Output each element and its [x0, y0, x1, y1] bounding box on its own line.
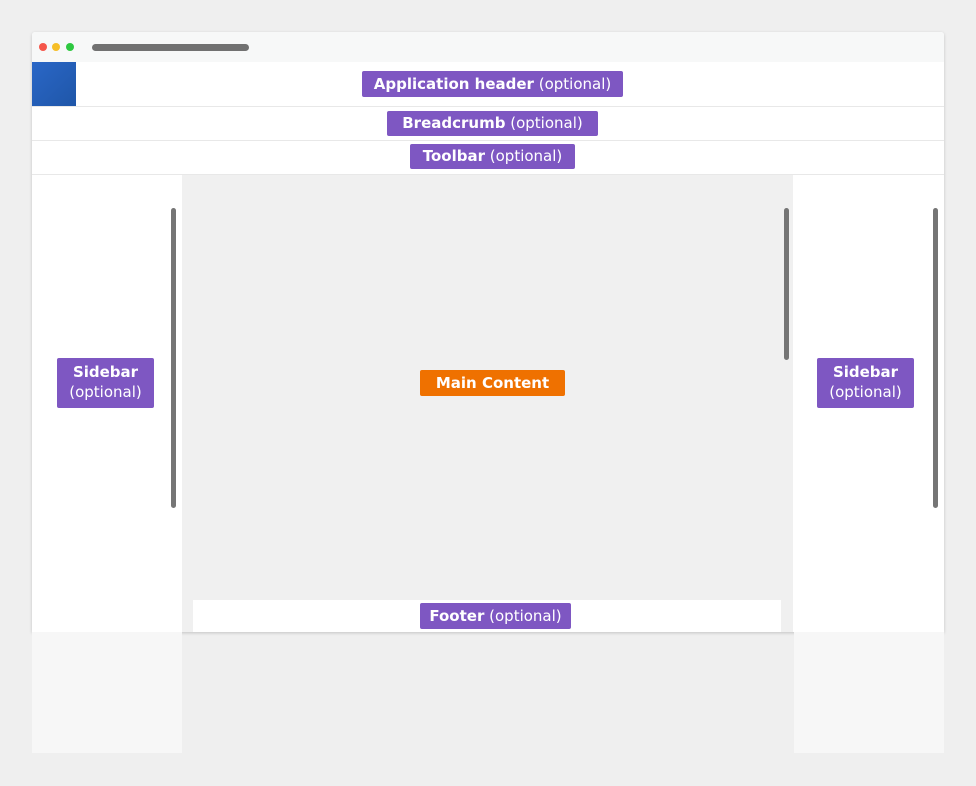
toolbar: Toolbar (optional) [32, 141, 944, 175]
footer: Footer (optional) [193, 600, 781, 632]
toolbar-optional: (optional) [489, 147, 563, 165]
close-icon[interactable] [39, 43, 47, 51]
breadcrumb: Breadcrumb (optional) [32, 107, 944, 141]
application-header: Application header (optional) [32, 62, 944, 107]
footer-title: Footer [429, 607, 485, 625]
sidebar-right-overflow [794, 632, 944, 753]
sidebar-right-scrollbar[interactable] [933, 208, 938, 508]
main-content: Main Content [182, 175, 793, 632]
main-content-title: Main Content [435, 374, 550, 392]
sidebar-right-optional: (optional) [829, 383, 902, 401]
sidebar-left-scrollbar[interactable] [171, 208, 176, 508]
sidebar-left-overflow [32, 632, 182, 753]
footer-label: Footer (optional) [420, 603, 571, 629]
breadcrumb-optional: (optional) [510, 114, 583, 132]
toolbar-label: Toolbar (optional) [410, 144, 575, 169]
main-content-label: Main Content [420, 370, 565, 396]
breadcrumb-title: Breadcrumb [402, 114, 506, 132]
footer-optional: (optional) [489, 607, 562, 625]
address-bar[interactable] [92, 44, 249, 51]
application-header-optional: (optional) [538, 75, 612, 93]
application-header-title: Application header [373, 75, 534, 93]
sidebar-right-label: Sidebar (optional) [817, 358, 914, 408]
minimize-icon[interactable] [52, 43, 60, 51]
sidebar-left: Sidebar (optional) [32, 175, 182, 632]
title-bar [32, 32, 944, 63]
maximize-icon[interactable] [66, 43, 74, 51]
main-content-scrollbar[interactable] [784, 208, 789, 360]
application-header-label: Application header (optional) [362, 71, 623, 97]
sidebar-left-title: Sidebar [72, 363, 139, 381]
logo [32, 62, 76, 106]
sidebar-left-optional: (optional) [69, 383, 142, 401]
browser-window: Application header (optional) Breadcrumb… [32, 32, 944, 632]
toolbar-title: Toolbar [422, 147, 485, 165]
sidebar-right-title: Sidebar [832, 363, 899, 381]
sidebar-right: Sidebar (optional) [793, 175, 944, 632]
sidebar-left-label: Sidebar (optional) [57, 358, 154, 408]
breadcrumb-label: Breadcrumb (optional) [387, 111, 598, 136]
